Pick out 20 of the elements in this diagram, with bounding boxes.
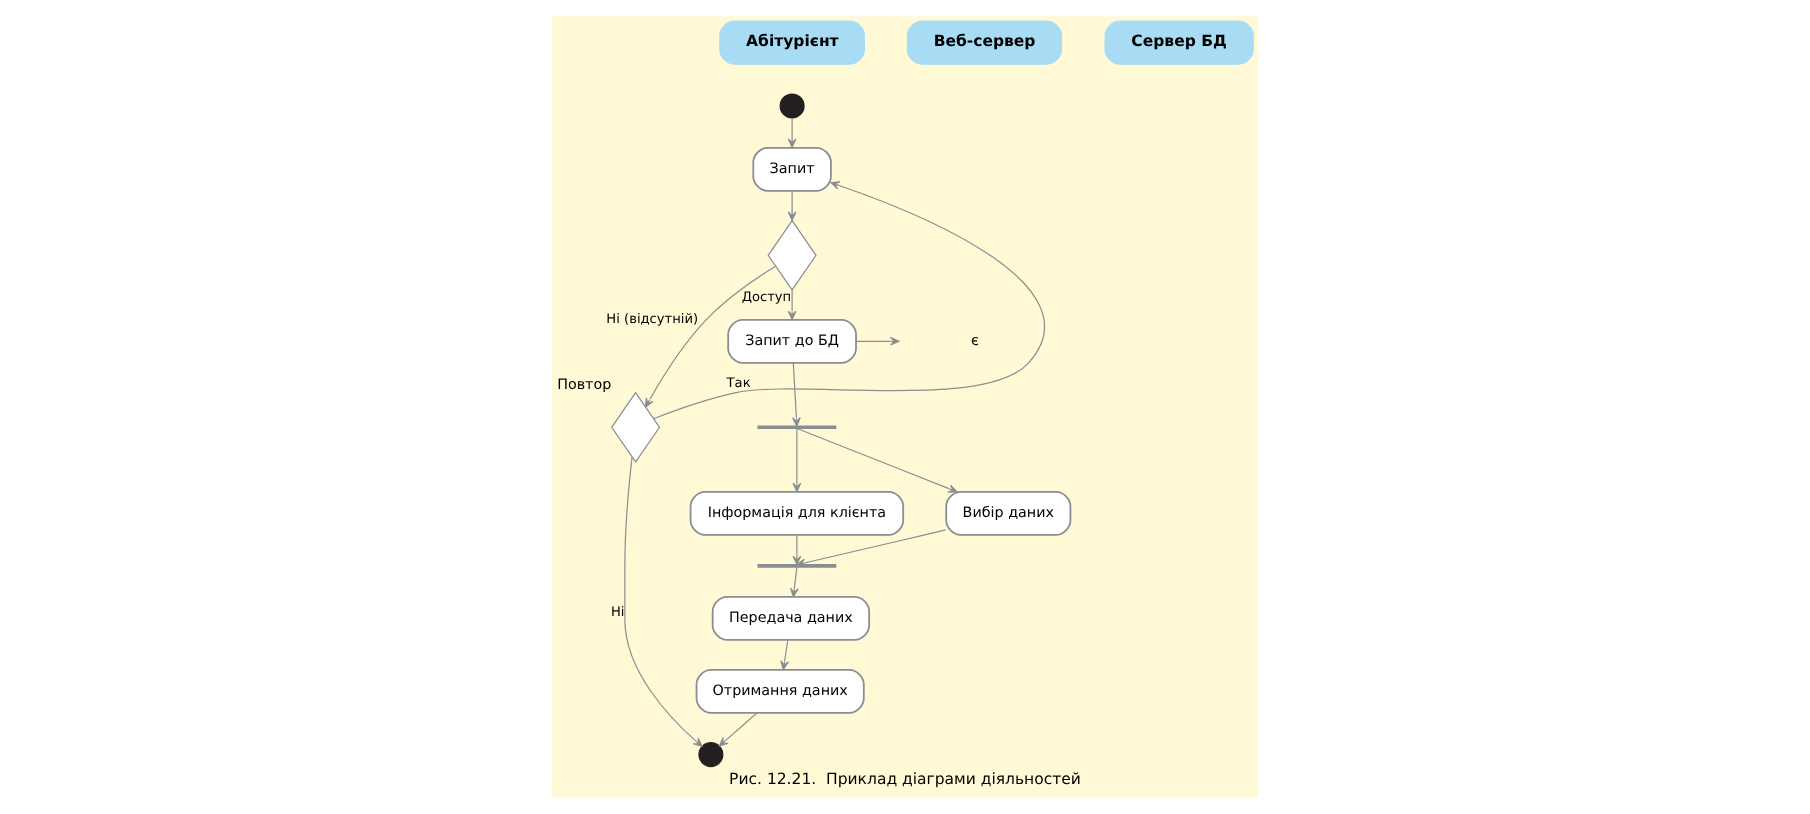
arrow — [787, 289, 797, 321]
arrow — [780, 639, 789, 671]
node-diamond — [767, 219, 817, 291]
arrow — [787, 190, 797, 221]
arrow — [792, 362, 801, 427]
arrow — [790, 566, 799, 598]
arrow — [787, 117, 797, 148]
node-bar — [757, 425, 837, 430]
arrow — [792, 427, 802, 493]
node-diamond — [611, 391, 661, 463]
node-circle — [698, 742, 724, 768]
arrow — [792, 534, 802, 566]
arrow — [644, 265, 777, 408]
arrow — [718, 712, 758, 747]
arrow — [624, 456, 703, 747]
node-circle — [779, 93, 805, 119]
node-bar — [757, 564, 837, 568]
arrow — [796, 427, 958, 493]
arrow — [796, 529, 947, 568]
arrow — [653, 181, 1046, 420]
